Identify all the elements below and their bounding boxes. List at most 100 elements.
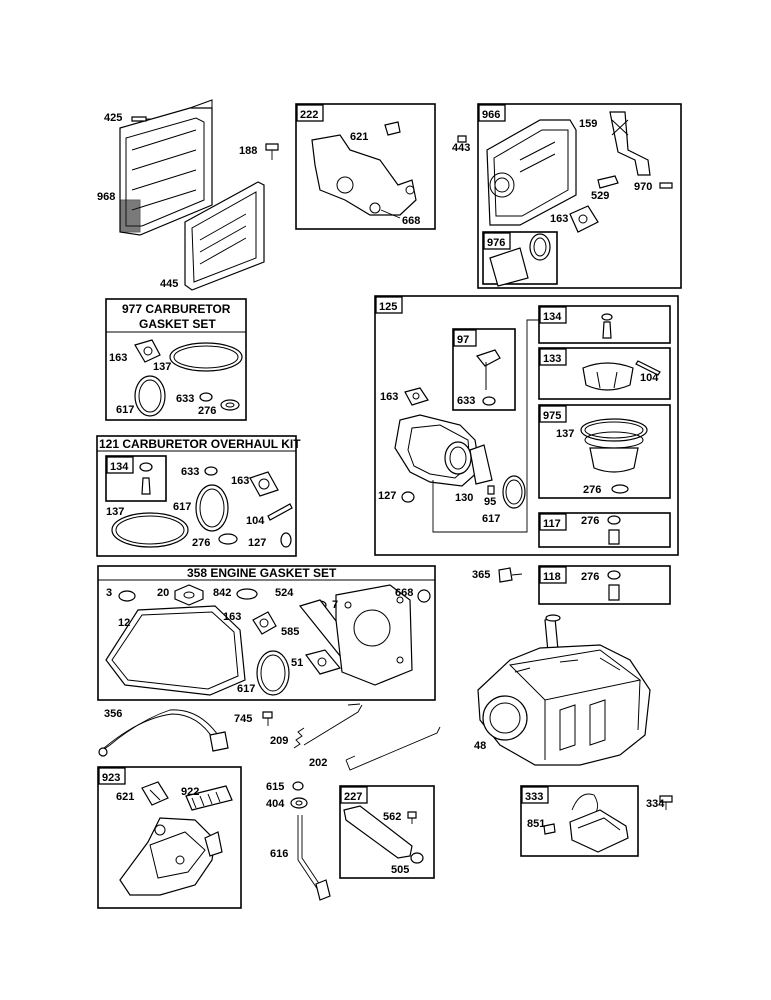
part-label-137-977: 137 [153, 361, 171, 373]
part-label-617-125: 617 [482, 513, 500, 525]
group-box-134-kit [105, 455, 167, 502]
part-label-276-kit: 276 [192, 537, 210, 549]
part-label-202: 202 [309, 757, 327, 769]
group-box-227 [339, 785, 435, 879]
part-label-365: 365 [472, 569, 490, 581]
group-label-97: 97 [457, 334, 469, 346]
group-label-117: 117 [543, 518, 561, 530]
part-label-585: 585 [281, 626, 299, 638]
part-label-163-gasket: 163 [223, 611, 241, 623]
carburetor-overhaul-kit-parts [111, 462, 293, 548]
part-label-48: 48 [474, 740, 486, 752]
part-label-7: 7 [332, 599, 338, 611]
part-label-616: 616 [270, 848, 288, 860]
part-label-621-923: 621 [116, 791, 134, 803]
part-label-163-kit: 163 [231, 475, 249, 487]
part-label-20: 20 [157, 587, 169, 599]
carburetor-gasket-set-box [105, 298, 247, 421]
part-label-209: 209 [270, 735, 288, 747]
part-label-922: 922 [181, 786, 199, 798]
part-label-745: 745 [234, 713, 252, 725]
part-label-633-97: 633 [457, 395, 475, 407]
part-label-104-133: 104 [640, 372, 659, 384]
part-label-3: 3 [106, 587, 112, 599]
spark-arrestor [489, 233, 551, 287]
group-box-333 [520, 785, 639, 857]
carburetor-assembly [394, 319, 540, 533]
group-box-975 [538, 404, 671, 499]
needle-valve [601, 313, 613, 339]
group-box-97 [452, 328, 516, 411]
part-label-276-117: 276 [581, 515, 599, 527]
part-label-617-977: 617 [116, 404, 134, 416]
group-label-133: 133 [543, 353, 561, 365]
control-bracket-923 [119, 781, 233, 896]
engine-block [477, 614, 651, 766]
group-box-133 [538, 347, 671, 400]
group-box-222 [295, 103, 436, 230]
part-label-615: 615 [266, 781, 284, 793]
part-label-137-kit: 137 [106, 506, 124, 518]
part-label-505: 505 [391, 864, 409, 876]
part-label-334: 334 [646, 798, 665, 810]
part-label-163-125: 163 [380, 391, 398, 403]
part-label-842: 842 [213, 587, 231, 599]
part-label-95: 95 [484, 496, 496, 508]
ground-wire [98, 709, 229, 757]
part-label-425: 425 [104, 112, 122, 124]
group-box-976 [482, 231, 558, 285]
group-label-134-kit: 134 [110, 461, 129, 473]
engine-gasket-set-box [97, 565, 436, 701]
part-label-524: 524 [275, 587, 294, 599]
carburetor-gasket-set-parts [134, 339, 243, 417]
governor-link-spring [293, 703, 441, 771]
part-label-127-125: 127 [378, 490, 396, 502]
part-label-851: 851 [527, 818, 545, 830]
part-label-163-977: 163 [109, 352, 127, 364]
group-box-118 [538, 565, 671, 605]
part-label-163-966: 163 [550, 213, 568, 225]
part-label-668-gasket: 668 [395, 587, 413, 599]
group-label-976: 976 [487, 237, 505, 249]
group-box-117 [538, 512, 671, 548]
part-label-668-top: 668 [402, 215, 420, 227]
group-label-222: 222 [300, 109, 318, 121]
part-label-562: 562 [383, 811, 401, 823]
part-label-188: 188 [239, 145, 257, 157]
choke-link [290, 781, 331, 901]
part-label-137-975: 137 [556, 428, 574, 440]
part-label-621-top: 621 [350, 131, 368, 143]
part-label-276-975: 276 [583, 484, 601, 496]
group-label-333: 333 [525, 791, 543, 803]
governor-control-bracket [311, 121, 417, 219]
ignition-armature [543, 793, 673, 853]
part-label-159: 159 [579, 118, 597, 130]
part-label-130: 130 [455, 492, 473, 504]
part-label-617-kit: 617 [173, 501, 191, 513]
group-label-134: 134 [543, 311, 562, 323]
part-label-970: 970 [634, 181, 652, 193]
group-label-966: 966 [482, 109, 500, 121]
screw-745 [262, 711, 273, 726]
part-label-356: 356 [104, 708, 122, 720]
group-box-134 [538, 305, 671, 344]
part-label-529: 529 [591, 190, 609, 202]
part-label-12: 12 [118, 617, 130, 629]
group-label-975: 975 [543, 410, 561, 422]
group-box-966 [477, 103, 682, 289]
control-lever-227 [343, 805, 424, 864]
group-label-125: 125 [379, 301, 397, 313]
part-label-633-kit: 633 [181, 466, 199, 478]
part-label-276-118: 276 [581, 571, 599, 583]
group-label-227: 227 [344, 791, 362, 803]
part-label-51: 51 [291, 657, 303, 669]
engine-gasket-set-parts [105, 584, 431, 696]
blower-housing [457, 111, 673, 233]
group-label-118: 118 [543, 571, 561, 583]
part-label-633-977: 633 [176, 393, 194, 405]
fastener-365 [498, 567, 523, 583]
part-label-443: 443 [452, 142, 470, 154]
kit-title-358: 358 ENGINE GASKET SET [187, 566, 337, 580]
float [582, 360, 661, 391]
